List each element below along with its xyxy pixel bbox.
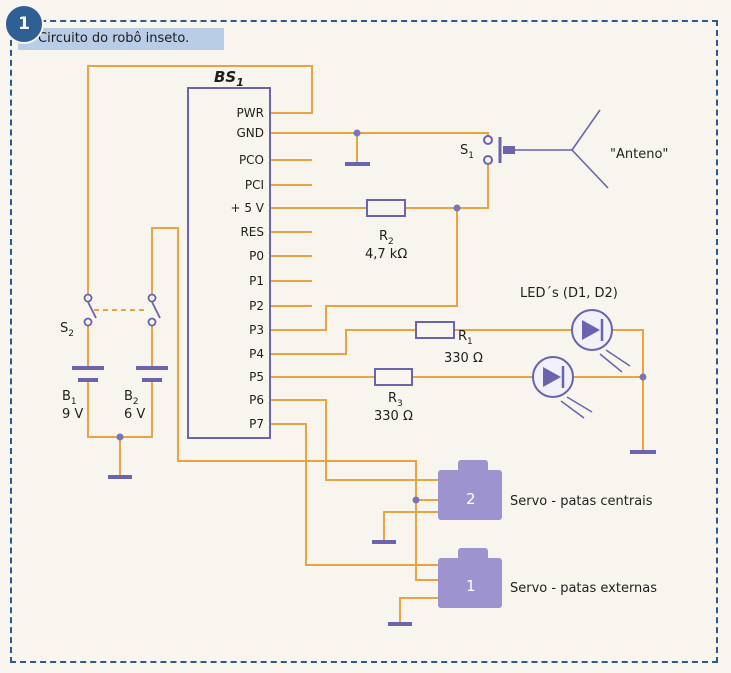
chip-pin-label: P5 [249, 370, 264, 384]
chip-pin-label: GND [236, 126, 264, 140]
chip-pin-label: P3 [249, 323, 264, 337]
chip-pin-label: + 5 V [230, 201, 264, 215]
wire-led1-ground [612, 329, 644, 450]
chip-pin-label: P7 [249, 417, 264, 431]
wire-servo1-ground [399, 597, 438, 622]
chip-pin-label: PWR [237, 106, 264, 120]
diagram-frame [10, 20, 718, 663]
chip-pin-label: P1 [249, 274, 264, 288]
junction-dot [116, 433, 124, 441]
servo-1-number: 1 [466, 577, 476, 595]
junction-dot [353, 129, 361, 137]
wire-r2-s1 [405, 165, 489, 209]
led-d1 [571, 309, 631, 373]
resistor-r2 [366, 199, 406, 217]
switch-s1 [483, 135, 515, 165]
wire-servo2-ground [383, 511, 438, 540]
figure-number-badge: 1 [4, 4, 44, 44]
servo-2-number: 2 [466, 490, 476, 508]
battery-b2 [136, 366, 168, 382]
chip-pin-label: P0 [249, 249, 264, 263]
figure-title: Circuito do robô inseto. [18, 28, 224, 50]
wire-servo-power-2 [415, 500, 438, 581]
battery-b1 [72, 366, 104, 382]
resistor-r1 [415, 321, 455, 339]
wire-pwr [87, 65, 313, 298]
chip-pin-label: P4 [249, 347, 264, 361]
chip-bs1 [187, 87, 271, 439]
switch-s1-label: S1 [460, 143, 474, 161]
chip-pin-label: P6 [249, 393, 264, 407]
resistor-r2-value: 4,7 kΩ [365, 247, 407, 262]
resistor-r1-value: 330 Ω [444, 351, 483, 366]
antenna-label: "Anteno" [610, 147, 668, 162]
resistor-r3-value: 330 Ω [374, 409, 413, 424]
chip-pin-label: PCI [245, 178, 264, 192]
chip-pin-label: PCO [239, 153, 264, 167]
switch-s2 [83, 293, 161, 327]
battery-b2-label: B2 [124, 389, 139, 407]
wire-p7 [270, 423, 438, 566]
junction-dot [453, 204, 461, 212]
battery-b1-label: B1 [62, 389, 77, 407]
wire-p4 [270, 329, 416, 355]
led-d2 [532, 356, 593, 419]
wire-s2-b2 [151, 227, 417, 480]
resistor-r3 [374, 368, 413, 386]
leds-label: LED´s (D1, D2) [520, 286, 618, 301]
junction-dot [412, 496, 420, 504]
wire-p3 [270, 208, 458, 331]
wire-servo-power [415, 480, 438, 501]
chip-name: BS1 [214, 68, 244, 89]
chip-pin-label: RES [240, 225, 264, 239]
resistor-r3-label: R3 [388, 391, 403, 409]
resistor-r1-label: R1 [458, 329, 473, 347]
wire-gnd [270, 132, 489, 140]
wire-p6 [270, 399, 438, 481]
resistor-r2-label: R2 [379, 229, 394, 247]
battery-b1-value: 9 V [62, 407, 83, 422]
servo-2 [438, 460, 502, 520]
junction-dot [639, 373, 647, 381]
switch-s2-label: S2 [60, 321, 74, 339]
antenna [515, 109, 609, 189]
chip-pin-label: P2 [249, 299, 264, 313]
servo-2-label: Servo - patas centrais [510, 494, 653, 509]
servo-1 [438, 548, 502, 608]
servo-1-label: Servo - patas externas [510, 581, 657, 596]
battery-b2-value: 6 V [124, 407, 145, 422]
